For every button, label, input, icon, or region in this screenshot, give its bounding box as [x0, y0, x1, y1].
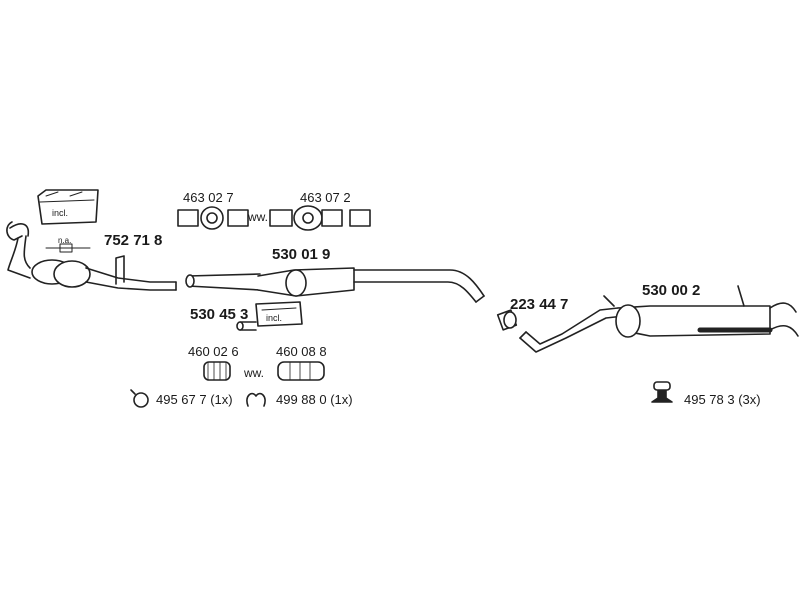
flex-pipe-part	[203, 361, 231, 381]
part-number-530002: 530 00 2	[642, 282, 701, 299]
clamp-ring-icon	[130, 389, 149, 408]
clamp-ring-part	[269, 205, 371, 231]
accessory-499880: 499 88 0 (1x)	[276, 392, 353, 407]
na-note: n.a.	[58, 236, 72, 245]
part-number-463027: 463 02 7	[183, 190, 234, 205]
pipe-clamp-part	[496, 309, 518, 331]
incl-note: incl.	[52, 208, 69, 218]
gasket-kit-box	[37, 189, 99, 225]
incl-note: incl.	[266, 313, 283, 323]
clamp-joint-part	[177, 206, 249, 230]
gasket-ring-icon	[246, 392, 266, 407]
part-number-223447: 223 44 7	[510, 296, 569, 313]
part-number-752718: 752 71 8	[104, 232, 163, 249]
accessory-495677: 495 67 7 (1x)	[156, 392, 233, 407]
accessory-495783: 495 78 3 (3x)	[684, 392, 761, 407]
flex-pipe-part	[277, 361, 325, 381]
part-number-530019: 530 01 9	[272, 246, 331, 263]
connecting-pipe-part	[236, 321, 257, 331]
middle-silencer-part	[185, 267, 485, 303]
rubber-mount-icon	[651, 381, 673, 403]
part-number-460088: 460 08 8	[276, 344, 327, 359]
rear-silencer-part	[519, 285, 799, 353]
catalytic-converter-part	[6, 221, 177, 291]
ww-note: ww.	[248, 210, 269, 224]
part-number-530453: 530 45 3	[190, 306, 249, 323]
gasket-kit-box	[255, 301, 303, 327]
ww-note: ww.	[244, 366, 265, 380]
part-number-460026: 460 02 6	[188, 344, 239, 359]
part-number-463072: 463 07 2	[300, 190, 351, 205]
